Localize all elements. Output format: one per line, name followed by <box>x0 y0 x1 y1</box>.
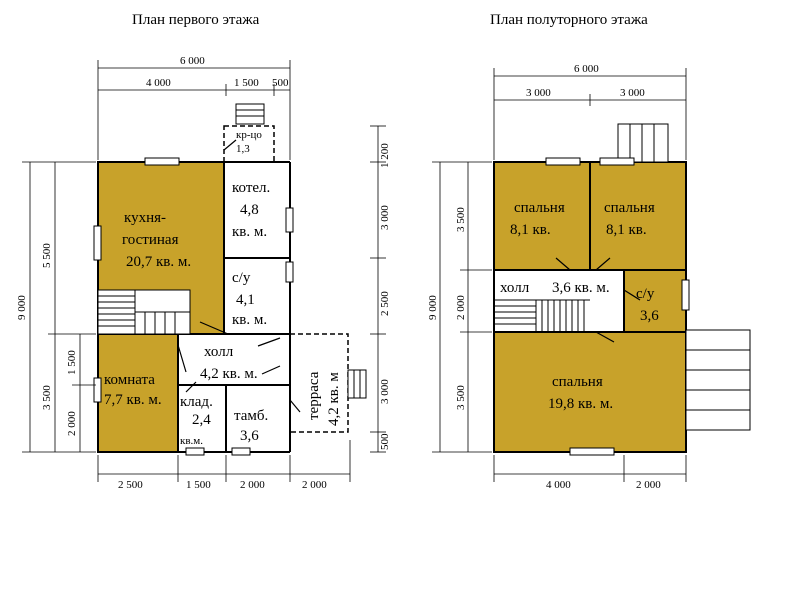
attic-floor-dimensions <box>432 68 687 482</box>
bath-label: с/у <box>232 270 251 286</box>
dim-right-5: 500 <box>379 433 391 450</box>
attic-hall-area: 3,6 кв. м. <box>552 280 610 296</box>
dim-right-3: 2 500 <box>379 291 391 316</box>
bath-unit: кв. м. <box>232 312 267 328</box>
dim-left-upper: 5 500 <box>41 243 53 268</box>
kitchen-area: 20,7 кв. м. <box>126 254 191 270</box>
porch-steps <box>235 103 265 125</box>
porch-label: кр-цо <box>236 129 262 141</box>
pantry-area: 2,4 <box>192 412 211 428</box>
kitchen-label: кухня- <box>124 210 166 226</box>
bedroom-2-area: 8,1 кв. <box>606 222 647 238</box>
pantry-label: клад. <box>180 394 213 410</box>
attic-bath-label: с/у <box>636 286 655 302</box>
pantry-unit: кв.м. <box>180 435 203 447</box>
window <box>681 279 690 311</box>
window <box>144 157 180 166</box>
dim-top-mid: 1 500 <box>234 77 259 89</box>
dim-right-1: 1 200 <box>379 143 391 168</box>
attic-dim-bottom-right: 2 000 <box>636 479 661 491</box>
terrace-label: терраса <box>306 371 322 420</box>
bedroom-1-label: спальня <box>514 200 565 216</box>
bath-area: 4,1 <box>236 292 255 308</box>
dim-bottom-3: 2 000 <box>240 479 265 491</box>
porch-outline <box>223 125 275 163</box>
attic-bath-area: 3,6 <box>640 308 659 324</box>
window <box>231 447 251 456</box>
attic-dim-top-left: 3 000 <box>526 87 551 99</box>
dim-bottom-4: 2 000 <box>302 479 327 491</box>
bedroom-2 <box>589 161 687 271</box>
dim-bottom-1: 2 500 <box>118 479 143 491</box>
room-label: комната <box>104 372 155 388</box>
vestibule-label: тамб. <box>234 408 268 424</box>
dim-right-2: 3 000 <box>379 205 391 230</box>
attic-hall <box>493 269 625 333</box>
first-floor-dimensions <box>22 60 386 482</box>
kitchen-label-2: гостиная <box>122 232 179 248</box>
window <box>93 377 102 403</box>
attic-dim-top-right: 3 000 <box>620 87 645 99</box>
window <box>569 447 615 456</box>
terrace-area: 4,2 кв. м <box>326 372 342 426</box>
dim-left-lower: 3 500 <box>41 385 53 410</box>
dim-left-lower-b: 2 000 <box>66 411 78 436</box>
window <box>93 225 102 261</box>
first-floor-title: План первого этажа <box>132 12 260 28</box>
hall-area: 4,2 кв. м. <box>200 366 258 382</box>
vestibule-area: 3,6 <box>240 428 259 444</box>
boiler-label: котел. <box>232 180 270 196</box>
dim-bottom-2: 1 500 <box>186 479 211 491</box>
window <box>599 157 635 166</box>
stairs <box>97 289 191 335</box>
bedroom-1-area: 8,1 кв. <box>510 222 551 238</box>
attic-dim-left-total: 9 000 <box>427 295 439 320</box>
first-floor-plan: 6 000 4 000 1 500 500 2 500 1 500 2 000 … <box>16 55 391 491</box>
attic-stairs <box>494 299 590 332</box>
porch-area: 1,3 <box>236 143 250 155</box>
bedroom-1 <box>493 161 591 271</box>
attic-hall-label: холл <box>500 280 530 296</box>
window <box>285 207 294 233</box>
bedroom-3 <box>493 331 687 453</box>
hall-label: холл <box>204 344 234 360</box>
dim-top-left: 4 000 <box>146 77 171 89</box>
boiler-unit: кв. м. <box>232 224 267 240</box>
window <box>545 157 581 166</box>
attic-dim-bottom-left: 4 000 <box>546 479 571 491</box>
attic-dim-top-total: 6 000 <box>574 63 599 75</box>
dim-right-4: 3 000 <box>379 379 391 404</box>
room-area: 7,7 кв. м. <box>104 392 162 408</box>
attic-floor-title: План полуторного этажа <box>490 12 648 28</box>
attic-floor-plan: 6 000 3 000 3 000 4 000 2 000 9 000 3 50… <box>427 63 751 491</box>
bedroom-3-label: спальня <box>552 374 603 390</box>
boiler-area: 4,8 <box>240 202 259 218</box>
attic-dim-left-1: 3 500 <box>455 207 467 232</box>
dim-top-total: 6 000 <box>180 55 205 67</box>
window <box>285 261 294 283</box>
dim-left-total: 9 000 <box>16 295 28 320</box>
dim-left-lower-a: 1 500 <box>66 350 78 375</box>
dim-top-right: 500 <box>272 77 289 89</box>
bedroom-2-label: спальня <box>604 200 655 216</box>
terrace-steps <box>347 369 367 399</box>
window <box>185 447 205 456</box>
attic-dim-left-3: 3 500 <box>455 385 467 410</box>
attic-dim-left-2: 2 000 <box>455 295 467 320</box>
bedroom-3-area: 19,8 кв. м. <box>548 396 613 412</box>
outside-stairs <box>617 123 751 431</box>
